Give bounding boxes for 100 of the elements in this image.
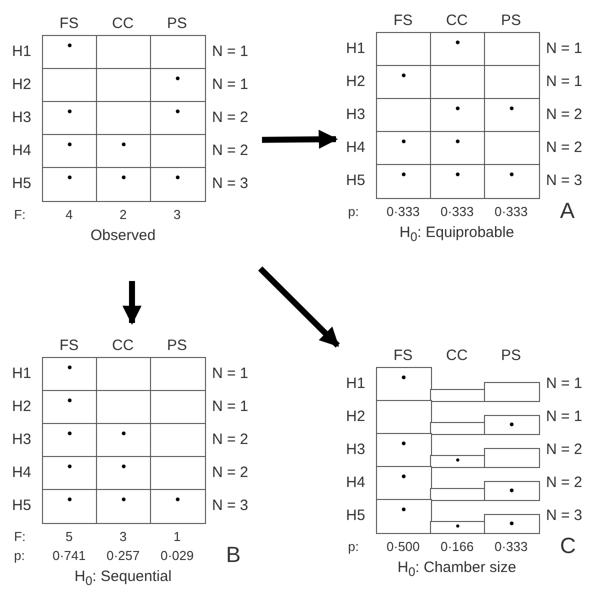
count-label: N = 1 — [212, 43, 248, 60]
value-label: 0·333 — [440, 203, 474, 220]
row-header: H2 — [12, 398, 32, 415]
row-header: H2 — [346, 73, 366, 90]
value-label: 0·257 — [106, 547, 140, 564]
column-header: PS — [501, 347, 522, 364]
value-label: 1 — [174, 528, 181, 545]
table-cell — [376, 32, 432, 66]
table-cell: • — [96, 423, 152, 458]
column-header: FS — [394, 347, 413, 364]
table-cell — [430, 422, 486, 434]
table-cell: • — [430, 164, 486, 198]
table-cell: • — [430, 455, 486, 468]
count-label: N = 3 — [212, 497, 248, 514]
value-label: 0·333 — [494, 538, 528, 555]
table-cell: • — [42, 35, 98, 70]
column-header: CC — [112, 15, 134, 32]
row-header: H5 — [12, 497, 32, 514]
row-header: H4 — [346, 139, 366, 156]
value-label: 0·500 — [386, 538, 420, 555]
panel-letter: B — [226, 543, 241, 567]
value-label: 5 — [66, 528, 73, 545]
row-header: H2 — [12, 76, 32, 93]
count-label: N = 2 — [546, 441, 582, 458]
table-cell: • — [42, 390, 98, 424]
row-header: H3 — [346, 106, 366, 123]
count-label: N = 2 — [546, 106, 582, 123]
count-label: N = 2 — [546, 139, 582, 156]
row-header: H5 — [346, 507, 366, 524]
table-cell: • — [430, 131, 486, 166]
value-label: 2 — [120, 206, 127, 223]
value-label: 0·741 — [52, 547, 86, 564]
table-cell — [484, 32, 540, 66]
panel-letter: C — [560, 534, 576, 558]
count-label: N = 1 — [546, 73, 582, 90]
panel-caption: H$_{0}$: Sequential — [74, 568, 172, 590]
column-header: FS — [394, 12, 413, 29]
table-cell: • — [430, 98, 486, 132]
table-cell — [430, 65, 486, 100]
count-label: N = 1 — [212, 76, 248, 93]
value-label: 0·333 — [494, 203, 528, 220]
table-cell — [96, 357, 152, 392]
table-cell — [96, 68, 152, 102]
table-cell: • — [484, 415, 540, 434]
table-cell: • — [484, 164, 540, 198]
column-header: PS — [501, 12, 522, 29]
table-cell: • — [376, 367, 432, 402]
value-label: 3 — [120, 528, 127, 545]
table-cell: • — [376, 65, 432, 100]
row-header: H3 — [12, 431, 32, 448]
table-cell: • — [96, 134, 152, 168]
table-cell: • — [376, 131, 432, 166]
row-header: H1 — [346, 375, 366, 392]
table-cell: • — [42, 134, 98, 168]
panel-caption: H$_{0}$: Chamber size — [398, 559, 516, 581]
count-label: N = 3 — [212, 175, 248, 192]
table-cell — [150, 456, 206, 490]
count-label: N = 3 — [546, 172, 582, 189]
table-cell — [42, 68, 98, 102]
row-label: p: — [348, 538, 359, 555]
table-cell — [150, 35, 206, 70]
table-cell: • — [42, 423, 98, 458]
row-header: H1 — [346, 40, 366, 57]
table-cell — [484, 65, 540, 100]
table-cell — [96, 35, 152, 70]
row-label: p: — [14, 547, 25, 564]
value-label: 3 — [174, 206, 181, 223]
table-cell: • — [42, 167, 98, 202]
arrow — [262, 130, 338, 149]
column-header: FS — [60, 337, 79, 354]
count-label: N = 1 — [546, 40, 582, 57]
count-label: N = 1 — [212, 398, 248, 415]
table-cell — [96, 101, 152, 136]
table-cell: • — [150, 167, 206, 202]
count-label: N = 1 — [546, 408, 582, 425]
row-label: p: — [348, 203, 359, 220]
table-cell: • — [484, 481, 540, 500]
table-cell — [430, 488, 486, 500]
column-header: CC — [112, 337, 134, 354]
value-label: 0·166 — [440, 538, 474, 555]
column-header: CC — [446, 347, 468, 364]
row-header: H4 — [12, 464, 32, 481]
arrow — [122, 281, 142, 325]
value-label: 0·333 — [386, 203, 420, 220]
count-label: N = 1 — [212, 365, 248, 382]
row-header: H5 — [12, 175, 32, 192]
value-label: 0·029 — [160, 547, 194, 564]
table-cell: • — [150, 489, 206, 524]
row-header: H2 — [346, 408, 366, 425]
table-cell: • — [96, 167, 152, 202]
count-label: N = 2 — [212, 464, 248, 481]
table-cell — [376, 98, 432, 132]
table-cell: • — [376, 499, 432, 534]
table-cell — [430, 389, 486, 402]
count-label: N = 1 — [546, 375, 582, 392]
table-cell — [484, 131, 540, 166]
table-cell: • — [150, 68, 206, 102]
table-cell: • — [150, 101, 206, 136]
column-header: PS — [167, 15, 188, 32]
table-cell: • — [376, 164, 432, 198]
